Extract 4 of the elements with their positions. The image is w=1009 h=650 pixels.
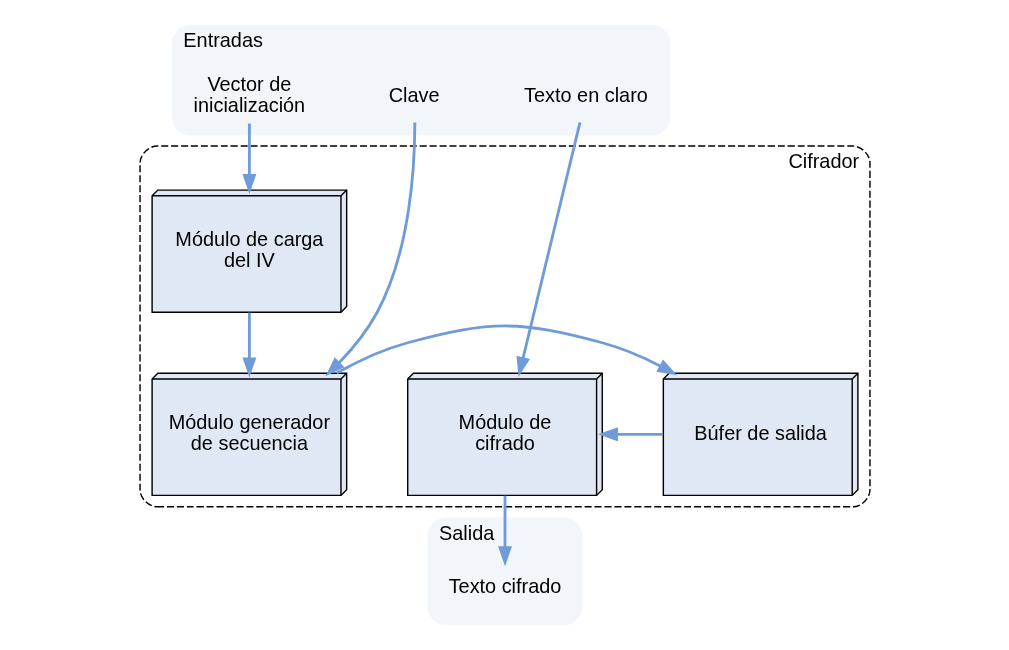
node-text: Texto en claro [523,83,648,106]
node-text: Vector de inicialización [193,72,305,117]
node-text: Texto cifrado [448,574,561,597]
node-text: Clave [388,83,440,106]
